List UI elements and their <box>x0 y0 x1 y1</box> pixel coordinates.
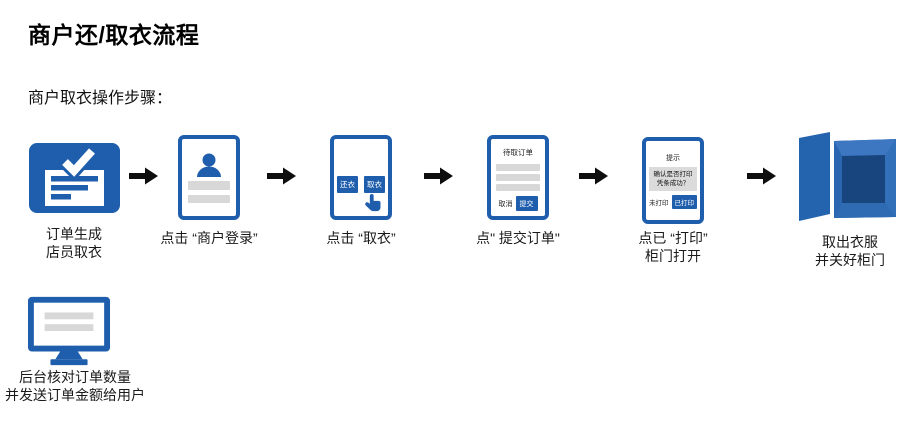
flow-arrow-icon <box>129 166 159 186</box>
caption-line: 取出衣服 <box>822 234 878 250</box>
dialog-title: 提示 <box>666 155 680 162</box>
text-line-placeholder <box>188 194 230 203</box>
caption-line: 点" 提交订单" <box>476 230 560 246</box>
step-caption: 取出衣服 并关好柜门 <box>770 233 912 269</box>
caption-line: 店员取衣 <box>46 244 102 260</box>
step-caption: 点击 “取衣” <box>281 229 441 247</box>
return-clothes-button-graphic: 还衣 <box>337 176 358 193</box>
page-title: 商户还/取衣流程 <box>28 22 200 48</box>
flow-arrow-icon <box>579 166 609 186</box>
caption-line: 柜门打开 <box>645 248 701 264</box>
section-subtitle: 商户取衣操作步骤： <box>28 90 173 107</box>
step-caption: 订单生成 店员取衣 <box>0 225 154 261</box>
caption-line: 点击 “取衣” <box>326 230 396 246</box>
caption-line: 并发送订单金额给用户 <box>5 387 145 403</box>
open-locker-icon <box>798 128 898 224</box>
step-caption: 点击 “商户登录” <box>129 229 289 247</box>
pick-clothes-button-graphic: 取衣 <box>364 176 385 193</box>
screen-title: 待取订单 <box>503 148 533 157</box>
caption-line: 并关好柜门 <box>815 252 885 268</box>
flow-arrow-icon <box>267 166 297 186</box>
monitor-icon <box>28 296 110 366</box>
order-row-placeholder <box>496 184 540 191</box>
step-caption: 点已 “打印” 柜门打开 <box>593 229 753 265</box>
not-printed-button-graphic: 未打印 <box>649 200 669 207</box>
order-checklist-icon <box>29 143 120 213</box>
order-list-screen-icon: 待取订单 取消 提交 <box>487 135 549 220</box>
order-row-placeholder <box>496 164 540 171</box>
user-icon <box>197 153 221 177</box>
clothes-buttons-screen-icon: 还衣 取衣 <box>330 135 392 220</box>
login-screen-icon <box>178 135 240 220</box>
dialog-message-line: 确认是否打印 <box>653 171 693 178</box>
backend-caption: 后台核对订单数量 并发送订单金额给用户 <box>0 368 160 404</box>
flow-arrow-icon <box>747 166 777 186</box>
caption-line: 订单生成 <box>46 226 102 242</box>
caption-line: 点已 “打印” <box>638 230 708 246</box>
tap-hand-icon <box>365 194 381 212</box>
cancel-button-graphic: 取消 <box>498 200 513 208</box>
caption-line: 后台核对订单数量 <box>19 369 131 385</box>
printed-button-graphic: 已打印 <box>671 195 697 209</box>
caption-line: 点击 “商户登录” <box>160 230 258 246</box>
order-row-placeholder <box>496 174 540 181</box>
dialog-message-line: 凭条成功？ <box>656 180 690 187</box>
dialog-message: 确认是否打印 凭条成功？ <box>649 167 697 191</box>
flow-arrow-icon <box>424 166 454 186</box>
submit-button-graphic: 提交 <box>515 196 538 211</box>
step-caption: 点" 提交订单" <box>438 229 598 247</box>
text-line-placeholder <box>188 181 230 190</box>
print-dialog-screen-icon: 提示 确认是否打印 凭条成功？ 未打印 已打印 <box>642 137 704 224</box>
